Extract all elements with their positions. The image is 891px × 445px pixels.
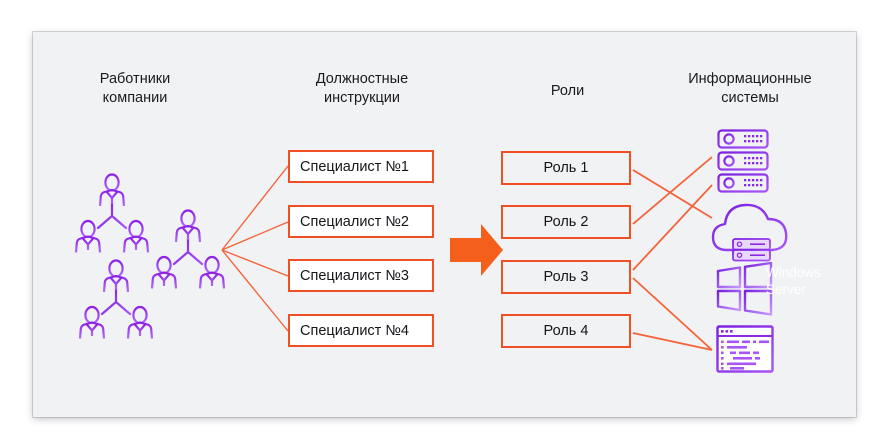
column-heading-information-systems: Информационные системы [688, 71, 812, 106]
job-description-box-1[interactable]: Специалист №1 [288, 150, 434, 183]
role-box-2[interactable]: Роль 2 [501, 205, 631, 239]
job-description-box-4[interactable]: Специалист №4 [288, 314, 434, 347]
windows-server-label: Windows Server [766, 265, 821, 297]
role-box-4[interactable]: Роль 4 [501, 314, 631, 348]
job-description-box-3[interactable]: Специалист №3 [288, 259, 434, 292]
column-heading-job-descriptions: Должностные инструкции [315, 71, 409, 106]
job-description-box-2[interactable]: Специалист №2 [288, 205, 434, 238]
column-heading-workers: Работники компании [99, 71, 171, 106]
column-heading-roles: Роли [550, 83, 585, 99]
role-box-3[interactable]: Роль 3 [501, 260, 631, 294]
role-box-1[interactable]: Роль 1 [501, 151, 631, 185]
